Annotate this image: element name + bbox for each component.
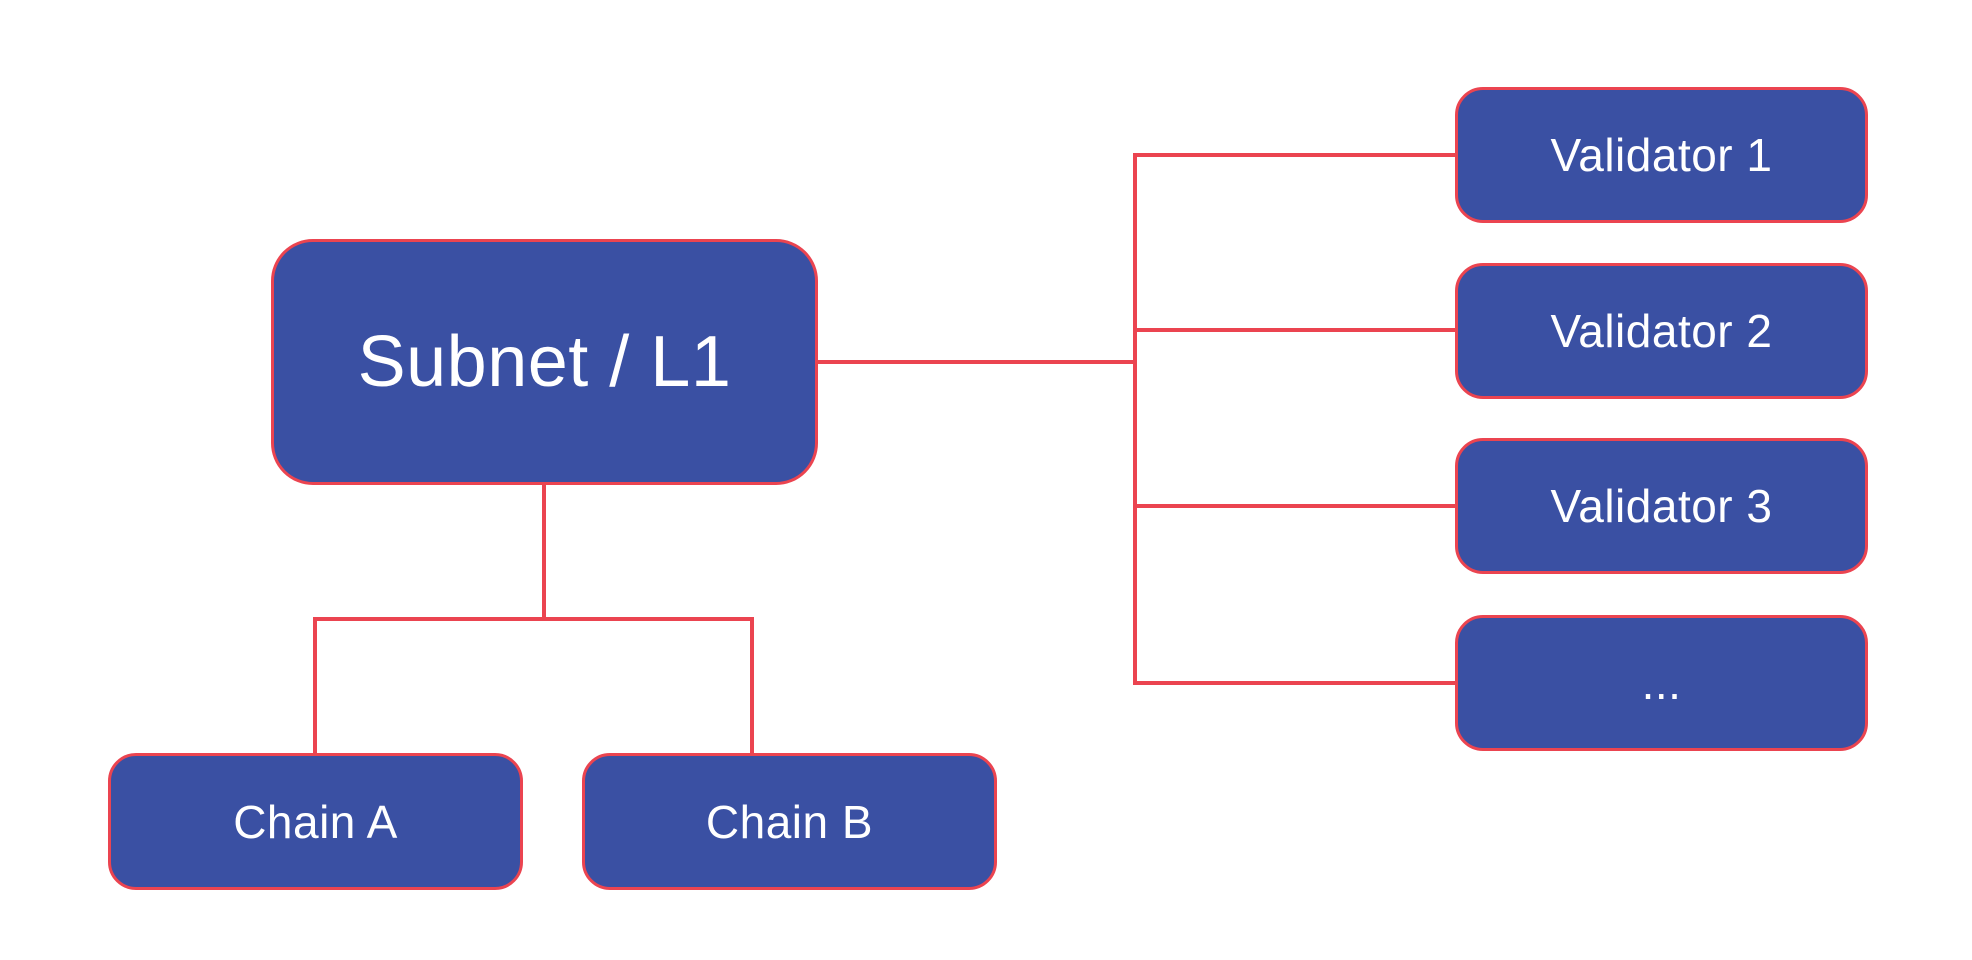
connector-subnet-to-trunk [818,360,1135,364]
connector-chain-bracket [313,617,754,621]
connector-validator-trunk [1133,153,1137,685]
subnet-node: Subnet / L1 [271,239,818,485]
connector-drop-chain-b [750,617,754,755]
connector-branch-validator-more [1133,681,1455,685]
connector-branch-validator-2 [1133,328,1455,332]
connector-drop-chain-a [313,617,317,755]
validator-1-node-label: Validator 1 [1550,129,1773,181]
subnet-node-label: Subnet / L1 [357,322,732,402]
connector-branch-validator-1 [1133,153,1455,157]
validator-more-node-label: ... [1641,657,1682,709]
chain-a-node-label: Chain A [233,795,398,848]
chain-a-node: Chain A [108,753,523,890]
validator-1-node: Validator 1 [1455,87,1868,223]
connector-branch-validator-3 [1133,504,1455,508]
validator-more-node: ... [1455,615,1868,751]
chain-b-node: Chain B [582,753,997,890]
validator-3-node: Validator 3 [1455,438,1868,574]
connector-subnet-down [542,485,546,621]
chain-b-node-label: Chain B [705,795,874,848]
validator-2-node: Validator 2 [1455,263,1868,399]
validator-3-node-label: Validator 3 [1550,480,1773,532]
validator-2-node-label: Validator 2 [1550,305,1773,357]
